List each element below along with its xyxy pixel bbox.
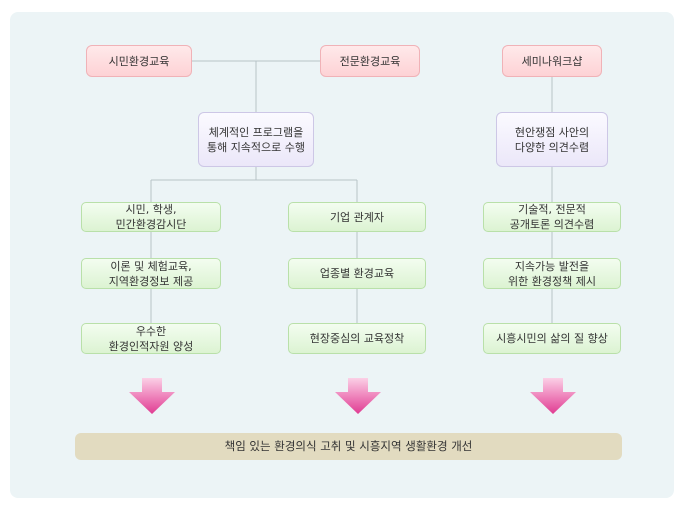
down-arrow-icon [335, 378, 381, 414]
center-col-box-3: 현장중심의 교육정착 [288, 323, 426, 354]
issue-opinion-box: 현안쟁점 사안의 다양한 의견수렴 [496, 112, 608, 167]
right-col-box-3: 시흥시민의 삶의 질 향상 [483, 323, 621, 354]
right-col-box-1: 기술적, 전문적 공개토론 의견수렴 [483, 202, 621, 232]
systematic-program-box: 체계적인 프로그램을 통해 지속적으로 수행 [198, 112, 314, 167]
left-col-box-2: 이론 및 체험교육, 지역환경정보 제공 [81, 258, 221, 289]
center-col-box-1: 기업 관계자 [288, 202, 426, 232]
seminar-workshop-box: 세미나워크샵 [502, 45, 602, 77]
right-col-box-2: 지속가능 발전을 위한 환경정책 제시 [483, 258, 621, 289]
left-col-box-3: 우수한 환경인적자원 양성 [81, 323, 221, 354]
down-arrow-icon [129, 378, 175, 414]
down-arrow-icon [530, 378, 576, 414]
result-banner: 책임 있는 환경의식 고취 및 시흥지역 생활환경 개선 [75, 433, 622, 460]
diagram-panel [10, 12, 674, 498]
center-col-box-2: 업종별 환경교육 [288, 258, 426, 289]
expert-education-box: 전문환경교육 [320, 45, 420, 77]
left-col-box-1: 시민, 학생, 민간환경감시단 [81, 202, 221, 232]
citizen-education-box: 시민환경교육 [86, 45, 192, 77]
